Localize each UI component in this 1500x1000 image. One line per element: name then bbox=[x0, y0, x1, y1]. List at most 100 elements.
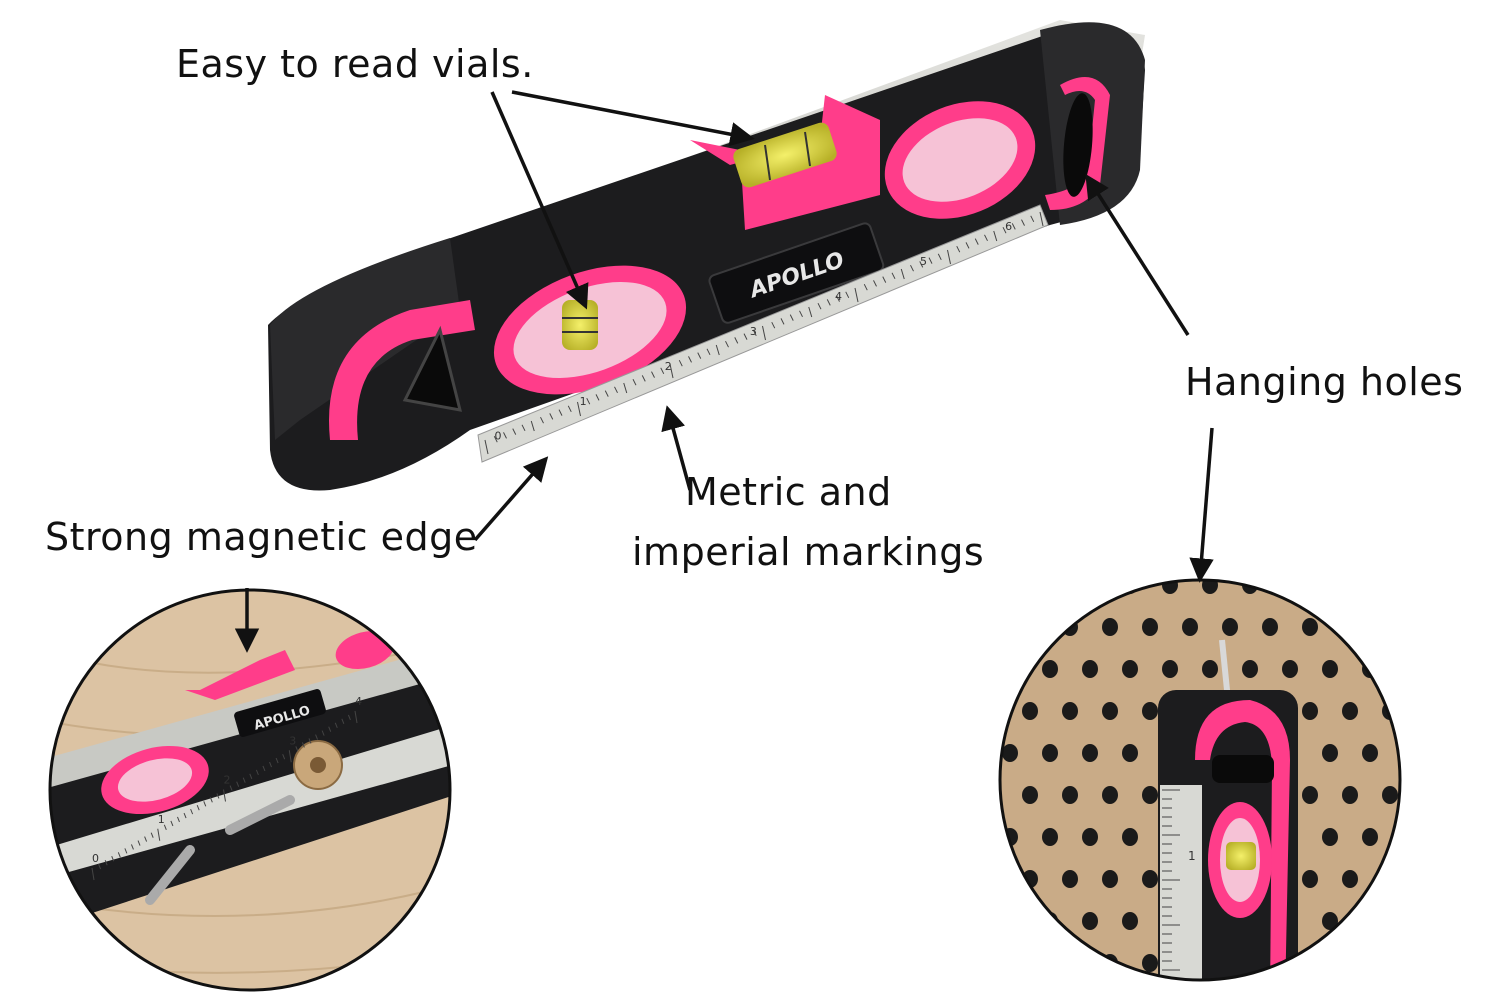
ruler-tick bbox=[734, 337, 739, 344]
ruler-tick bbox=[660, 367, 665, 375]
ruler-tick bbox=[669, 363, 674, 379]
ruler-tick bbox=[919, 261, 924, 268]
ruler-tick bbox=[715, 344, 720, 356]
inset-left-ruler-tick bbox=[269, 761, 272, 768]
pegboard-hole bbox=[1322, 744, 1338, 762]
pegboard-hole bbox=[1322, 660, 1338, 678]
ruler-tick bbox=[567, 405, 572, 413]
inset-left-ruler-tick bbox=[354, 710, 358, 724]
ruler-tick bbox=[595, 394, 600, 401]
inset-left-ruler-tick bbox=[196, 805, 200, 811]
inset-left-ruler-number: 3 bbox=[289, 734, 296, 747]
pegboard-hole bbox=[1062, 786, 1078, 804]
pegboard-hole bbox=[1302, 870, 1318, 888]
pegboard-hole bbox=[1082, 660, 1098, 678]
inset-left-ruler-tick bbox=[183, 812, 187, 819]
ruler-tick bbox=[586, 397, 591, 405]
ruler-tick bbox=[965, 242, 970, 249]
ruler-tick bbox=[493, 435, 498, 443]
pegboard-hole bbox=[1042, 580, 1058, 594]
arrow-markings bbox=[661, 405, 692, 491]
ruler-number: 0 bbox=[495, 430, 502, 443]
pegboard-hole bbox=[1162, 580, 1178, 594]
ruler-tick bbox=[882, 276, 887, 283]
pegboard-hole bbox=[1042, 912, 1058, 930]
inset-left-ruler-tick bbox=[111, 856, 115, 862]
ruler-number: 2 bbox=[665, 360, 672, 373]
callout-hanging-holes: Hanging holes bbox=[1185, 360, 1464, 404]
ruler-tick bbox=[891, 272, 896, 280]
inset-left-ruler-tick bbox=[282, 753, 286, 760]
inset-left-ruler-tick bbox=[334, 722, 338, 728]
ruler-number: 3 bbox=[750, 325, 757, 338]
inset-left-ruler-tick bbox=[177, 816, 180, 823]
ruler-tick bbox=[780, 318, 785, 325]
pegboard-hole bbox=[1022, 786, 1038, 804]
ruler-tick bbox=[1039, 211, 1044, 227]
ruler-tick bbox=[688, 356, 692, 363]
pegboard-hole bbox=[1042, 828, 1058, 846]
vial-window-left bbox=[493, 265, 687, 395]
pegboard-hole bbox=[1102, 870, 1118, 888]
pegboard-hole bbox=[1082, 580, 1098, 594]
arrow-magnetic-edge bbox=[473, 456, 549, 542]
pegboard-hole bbox=[1402, 576, 1418, 594]
ruler-tick bbox=[845, 291, 850, 299]
ruler-tick bbox=[484, 439, 489, 455]
pegboard-hole bbox=[1422, 702, 1438, 720]
inset-left-ruler-tick bbox=[117, 852, 121, 858]
pegboard-hole bbox=[1022, 702, 1038, 720]
pegboard-hole bbox=[1202, 660, 1218, 678]
callout-markings-line2: imperial markings bbox=[632, 530, 985, 574]
pegboard-hole bbox=[1382, 786, 1398, 804]
ruler-strip bbox=[477, 204, 1049, 463]
ruler-tick bbox=[743, 333, 748, 340]
ruler-tick bbox=[614, 386, 618, 394]
inset-left-ruler-tick bbox=[209, 797, 213, 803]
pegboard-hole bbox=[1402, 744, 1418, 762]
pegboard-hole bbox=[1322, 580, 1338, 594]
ruler-tick bbox=[725, 340, 729, 348]
pegboard-hole bbox=[1302, 702, 1318, 720]
pegboard-hole bbox=[1082, 744, 1098, 762]
inset-left-ruler-tick bbox=[203, 801, 207, 807]
pegboard-hole bbox=[1362, 580, 1378, 594]
pegboard-hole bbox=[1102, 702, 1118, 720]
pegboard-hole bbox=[1302, 954, 1318, 972]
pegboard-hole bbox=[1402, 660, 1418, 678]
pegboard-hole bbox=[1022, 618, 1038, 636]
pegboard-hole bbox=[1342, 618, 1358, 636]
pegboard-hole bbox=[1002, 580, 1018, 594]
ruler-tick bbox=[604, 390, 609, 397]
pegboard-hole bbox=[1162, 660, 1178, 678]
pegboard-hole bbox=[1422, 786, 1438, 804]
inset-left-ruler-tick bbox=[341, 718, 345, 725]
pegboard-hole bbox=[1342, 786, 1358, 804]
ruler-tick bbox=[974, 238, 979, 245]
inset-left-ruler-tick bbox=[249, 773, 253, 779]
inset-left-ruler-tick bbox=[170, 820, 174, 827]
ruler-tick bbox=[984, 234, 988, 242]
ruler-tick bbox=[900, 268, 905, 280]
pegboard-hole bbox=[1242, 660, 1258, 678]
pegboard-hole bbox=[1362, 828, 1378, 846]
pegboard-hole bbox=[1362, 912, 1378, 930]
inset-left-ruler-tick bbox=[104, 859, 108, 866]
arrow-hanging-holes-inset bbox=[1189, 427, 1214, 583]
inset-left-ruler-tick bbox=[255, 769, 259, 776]
ruler-tick bbox=[1021, 219, 1025, 226]
ruler-tick bbox=[762, 325, 766, 341]
pegboard-hole bbox=[1142, 870, 1158, 888]
hanging-hole-left bbox=[402, 325, 463, 412]
pegboard-hole bbox=[1282, 580, 1298, 594]
pegboard-hole bbox=[1382, 870, 1398, 888]
inset-left-ruler-tick bbox=[275, 757, 279, 764]
ruler-tick bbox=[503, 432, 507, 439]
ruler-tick bbox=[854, 287, 859, 303]
ruler-tick bbox=[910, 264, 914, 272]
inset-left-ruler-tick bbox=[242, 777, 246, 783]
pegboard-hole bbox=[1422, 870, 1438, 888]
inset-left-ruler-tick bbox=[347, 714, 351, 721]
